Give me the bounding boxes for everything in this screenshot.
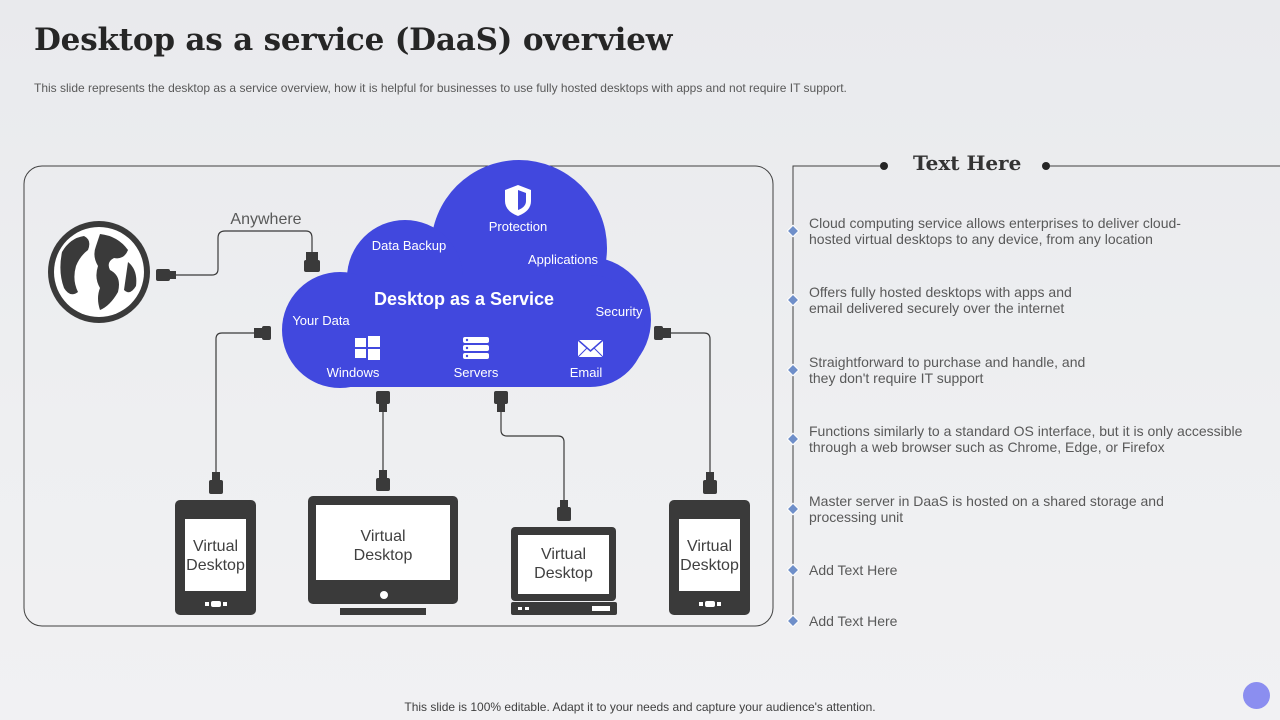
globe-icon	[48, 221, 150, 323]
panel-point: Functions similarly to a standard OS int…	[809, 423, 1243, 455]
windows-label: Windows	[326, 365, 380, 380]
your-data-label: Your Data	[292, 313, 350, 328]
servers-icon	[463, 337, 489, 359]
windows-icon	[355, 336, 380, 360]
anywhere-label: Anywhere	[230, 211, 302, 228]
device-label-laptop: Virtual Desktop	[518, 545, 609, 583]
device-label-line: Virtual	[540, 546, 587, 563]
panel-point: Add Text Here	[809, 613, 898, 629]
panel-point: Cloud computing service allows enterpris…	[809, 215, 1181, 247]
device-label-line: Virtual	[360, 528, 406, 545]
device-label-line: Virtual	[192, 538, 239, 555]
panel-heading: Text Here	[913, 151, 1022, 175]
panel-point: Add Text Here	[809, 562, 898, 578]
laptop-device	[511, 527, 617, 615]
panel-point: Offers fully hosted desktops with apps a…	[809, 284, 1072, 316]
device-label-phone-right: Virtual Desktop	[669, 537, 750, 575]
panel-point: Master server in DaaS is hosted on a sha…	[809, 493, 1164, 525]
device-label-monitor: Virtual Desktop	[316, 527, 450, 565]
connection-cables	[176, 230, 711, 503]
device-label-line: Desktop	[353, 547, 413, 564]
panel-point: Straightforward to purchase and handle, …	[809, 354, 1086, 386]
protection-label: Protection	[488, 219, 548, 234]
shield-icon	[505, 185, 531, 216]
email-icon	[577, 339, 604, 358]
cable-plugs	[156, 252, 717, 521]
phone-device-right	[669, 500, 750, 615]
applications-label: Applications	[527, 252, 599, 267]
device-label-line: Virtual	[686, 538, 733, 555]
device-label-line: Desktop	[186, 557, 245, 574]
slide-subtitle: This slide represents the desktop as a s…	[34, 81, 847, 95]
corner-decoration	[1243, 682, 1270, 709]
security-label: Security	[595, 304, 643, 319]
diagram-frame	[23, 165, 774, 627]
slide-title: Desktop as a service (DaaS) overview	[34, 22, 673, 58]
data-backup-label: Data Backup	[371, 238, 447, 253]
monitor-device	[308, 496, 458, 615]
device-label-phone-left: Virtual Desktop	[175, 537, 256, 575]
device-label-line: Desktop	[680, 557, 739, 574]
phone-device-left	[175, 500, 256, 615]
footer-note: This slide is 100% editable. Adapt it to…	[404, 700, 876, 714]
cloud-title: Desktop as a Service	[373, 289, 555, 309]
device-label-line: Desktop	[534, 565, 593, 582]
servers-label: Servers	[453, 365, 499, 380]
email-label: Email	[569, 365, 603, 380]
panel-timeline	[786, 162, 1280, 628]
